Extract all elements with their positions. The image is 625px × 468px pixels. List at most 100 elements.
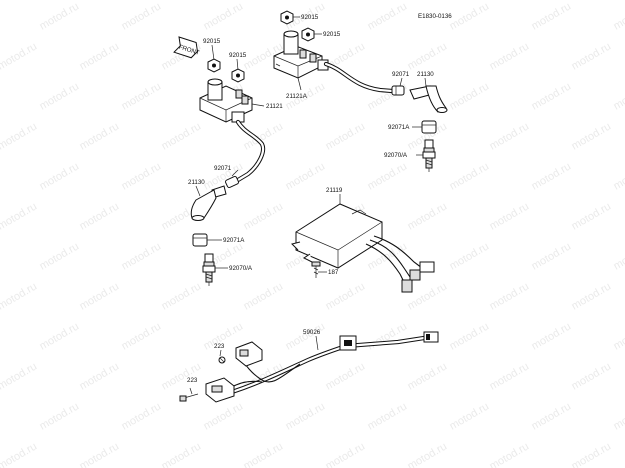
watermark-text: motod.ru (0, 200, 39, 232)
watermark-text: motod.ru (448, 400, 492, 432)
watermark-text: motod.ru (202, 400, 246, 432)
screw-lower (179, 393, 199, 402)
nut-left-a (207, 58, 221, 73)
watermark-text: motod.ru (612, 80, 625, 112)
diagram-code: E1830-0136 (418, 13, 452, 20)
watermark-text: motod.ru (448, 240, 492, 272)
ht-lead-right (323, 61, 395, 94)
label-nut-left-b: 92015 (229, 52, 247, 59)
watermark-text: motod.ru (38, 320, 82, 352)
watermark-text: motod.ru (284, 400, 328, 432)
watermark-text: motod.ru (38, 80, 82, 112)
watermark-text: motod.ru (570, 200, 614, 232)
label-cap-seal-left: 92071 (214, 165, 232, 172)
watermark-text: motod.ru (78, 200, 122, 232)
watermark-text: motod.ru (612, 160, 625, 192)
watermark-text: motod.ru (242, 440, 286, 468)
label-nut-left-a: 92015 (203, 38, 221, 45)
watermark-text: motod.ru (406, 360, 450, 392)
ht-lead-left (235, 119, 266, 183)
nut-top-b (301, 27, 322, 42)
label-screw-b: 223 (187, 377, 198, 384)
nut-top-a (280, 10, 300, 25)
watermark-text: motod.ru (448, 320, 492, 352)
watermark-text: motod.ru (324, 360, 368, 392)
watermark-text: motod.ru (120, 160, 164, 192)
label-harness: 59026 (303, 329, 321, 336)
watermark-text: motod.ru (0, 360, 39, 392)
nut-left-b (231, 68, 245, 83)
watermark-text: motod.ru (366, 0, 410, 32)
watermark-text: motod.ru (38, 240, 82, 272)
watermark-text: motod.ru (530, 160, 574, 192)
watermark-text: motod.ru (530, 400, 574, 432)
ignition-coil-right (273, 30, 329, 79)
watermark-text: motod.ru (120, 0, 164, 32)
ignition-coil-left (199, 78, 253, 123)
watermark-text: motod.ru (570, 360, 614, 392)
watermark-text: motod.ru (488, 40, 532, 72)
watermark-text: motod.ru (78, 120, 122, 152)
plug-cap-left (190, 185, 227, 221)
watermark-text: motod.ru (570, 440, 614, 468)
watermark-text: motod.ru (160, 120, 204, 152)
watermark-text: motod.ru (366, 400, 410, 432)
label-cap-right: 21130 (417, 71, 434, 78)
watermark-text: motod.ru (284, 160, 328, 192)
watermark-text: motod.ru (120, 400, 164, 432)
watermark-text: motod.ru (120, 80, 164, 112)
watermark-text: motod.ru (366, 160, 410, 192)
sensor-upper (235, 341, 263, 367)
label-screw-a: 223 (214, 343, 225, 350)
watermark-text: motod.ru (242, 200, 286, 232)
watermark-text: motod.ru (570, 280, 614, 312)
screw-upper (218, 356, 226, 364)
watermark-text: motod.ru (0, 120, 39, 152)
watermark-text: motod.ru (0, 280, 39, 312)
label-plug-left: 92070/A (229, 265, 253, 272)
label-nut-top-b: 92015 (323, 31, 341, 38)
watermark-text: motod.ru (406, 200, 450, 232)
cap-seal-right (391, 85, 405, 96)
watermark-text: motod.ru (78, 40, 122, 72)
watermark-text: motod.ru (448, 80, 492, 112)
watermark-text: motod.ru (324, 280, 368, 312)
igniter-unit (291, 203, 383, 269)
watermark-text: motod.ru (406, 40, 450, 72)
watermark-text: motod.ru (612, 0, 625, 32)
watermark-text: motod.ru (284, 320, 328, 352)
watermark-text: motod.ru (120, 320, 164, 352)
watermark-text: motod.ru (324, 120, 368, 152)
watermark-text: motod.ru (488, 280, 532, 312)
sensor-lower (205, 377, 235, 403)
watermark-text: motod.ru (120, 240, 164, 272)
igniter-wiring (365, 235, 435, 293)
watermark-text: motod.ru (488, 360, 532, 392)
watermark-text: motod.ru (160, 440, 204, 468)
watermark-text: motod.ru (530, 320, 574, 352)
watermark-text: motod.ru (488, 120, 532, 152)
label-nut-top-a: 92015 (301, 14, 319, 21)
watermark-text: motod.ru (324, 440, 368, 468)
label-bolt-igniter: 187 (328, 269, 339, 276)
label-cap-left: 21130 (188, 179, 205, 186)
spark-plug-left (202, 253, 216, 286)
watermark-text: motod.ru (202, 0, 246, 32)
watermark-text: motod.ru (0, 40, 39, 72)
label-igniter: 21119 (326, 187, 343, 194)
watermark-text: motod.ru (448, 160, 492, 192)
watermark-text: motod.ru (160, 280, 204, 312)
watermark-text: motod.ru (570, 40, 614, 72)
label-coil-left: 21121 (266, 103, 283, 110)
watermark-text: motod.ru (38, 160, 82, 192)
label-cap-seal-left-a: 92071A (223, 237, 245, 244)
watermark-text: motod.ru (488, 440, 532, 468)
watermark-text: motod.ru (448, 0, 492, 32)
cap-seal-right-a (421, 120, 437, 134)
label-coil-right: 21121A (286, 93, 308, 100)
label-cap-seal-right-a: 92071A (388, 124, 410, 131)
bolt-igniter (311, 261, 321, 278)
watermark-text: motod.ru (38, 400, 82, 432)
label-cap-seal-right: 92071 (392, 71, 410, 78)
